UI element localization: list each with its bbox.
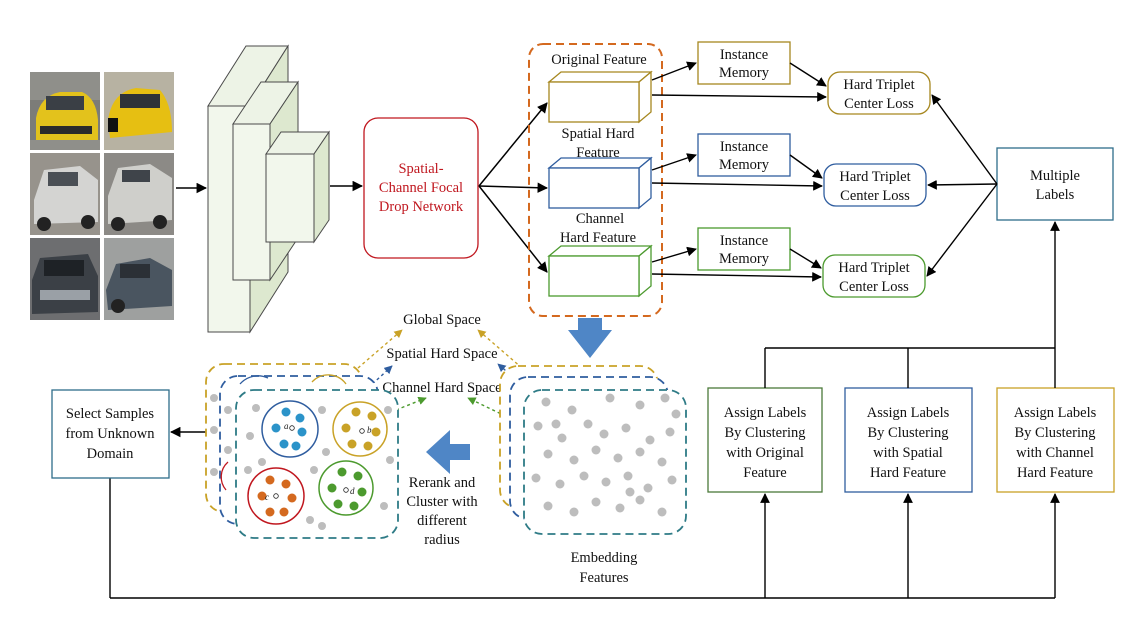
back-layer-cluster-hints xyxy=(220,374,347,491)
network-label-line-2: Channel Focal xyxy=(379,180,463,196)
assign-channel-line-1: Assign Labels xyxy=(1014,405,1097,421)
cluster-c: c xyxy=(247,467,305,525)
multiple-labels-line-1: Multiple xyxy=(1030,168,1080,184)
original-feature-cuboid xyxy=(547,70,653,124)
select-line-2: from Unknown xyxy=(65,426,155,442)
down-arrow-icon xyxy=(568,318,612,358)
multiple-labels-box: Multiple Labels xyxy=(996,147,1114,221)
cluster-d-letter: d xyxy=(350,486,355,496)
embedding-label-line-1: Embedding xyxy=(571,550,638,566)
vehicle-photo-2 xyxy=(104,72,174,150)
channel-hard-space-label: Channel Hard Space xyxy=(382,380,501,396)
assign-spatial-line-2: By Clustering xyxy=(868,425,949,441)
vehicle-image-grid xyxy=(30,72,174,320)
loss-box-spatial: Hard Triplet Center Loss xyxy=(823,163,927,207)
left-arrow-icon xyxy=(426,430,470,474)
assign-spatial-line-3: with Spatial xyxy=(873,445,943,461)
memory-spatial-line-2: Memory xyxy=(719,157,770,173)
global-space-label: Global Space xyxy=(403,312,481,328)
loss-original-line-2: Center Loss xyxy=(844,96,914,112)
network-label-line-1: Spatial- xyxy=(398,161,443,177)
vehicle-photo-3 xyxy=(30,153,100,235)
assign-box-spatial: Assign Labels By Clustering with Spatial… xyxy=(844,387,973,493)
cluster-a: a xyxy=(261,400,319,458)
vehicle-photo-4 xyxy=(104,153,174,235)
instance-memory-channel: Instance Memory xyxy=(697,227,791,271)
channel-feature-label-line-2: Hard Feature xyxy=(560,230,636,246)
spatial-feature-cuboid xyxy=(547,156,653,210)
assign-box-channel: Assign Labels By Clustering with Channel… xyxy=(996,387,1115,493)
loss-spatial-line-1: Hard Triplet xyxy=(839,169,910,185)
vehicle-photo-5 xyxy=(30,238,100,320)
network-label-line-3: Drop Network xyxy=(379,199,464,215)
assign-spatial-line-4: Hard Feature xyxy=(870,465,946,481)
cluster-a-letter: a xyxy=(284,421,289,431)
rerank-line-4: radius xyxy=(424,532,460,548)
memory-channel-line-1: Instance xyxy=(720,233,768,249)
spatial-feature-label-line-2: Feature xyxy=(576,145,619,161)
cluster-b-letter: b xyxy=(367,425,372,435)
unclustered-points xyxy=(244,404,394,530)
select-line-3: Domain xyxy=(87,446,134,462)
labels-to-loss-arrows xyxy=(926,94,998,277)
memory-spatial-line-1: Instance xyxy=(720,139,768,155)
spatial-hard-space-label: Spatial Hard Space xyxy=(386,346,497,362)
embedding-points xyxy=(531,393,681,517)
multiple-labels-line-2: Labels xyxy=(1036,187,1075,203)
loss-original-line-1: Hard Triplet xyxy=(843,77,914,93)
assign-original-line-2: By Clustering xyxy=(725,425,806,441)
assign-spatial-line-1: Assign Labels xyxy=(867,405,950,421)
assign-original-line-3: with Original xyxy=(726,445,804,461)
arrow-network-to-original xyxy=(478,102,548,187)
bottom-feedback-loop xyxy=(109,478,1060,599)
focal-drop-network-box: Spatial- Channel Focal Drop Network xyxy=(363,117,479,259)
original-feature-title: Original Feature xyxy=(551,52,646,68)
rerank-line-2: Cluster with xyxy=(406,494,478,510)
assign-box-original: Assign Labels By Clustering with Origina… xyxy=(707,387,823,493)
assign-channel-line-3: with Channel xyxy=(1016,445,1094,461)
embedding-frame-channel xyxy=(523,389,687,535)
vehicle-photo-6 xyxy=(104,238,174,320)
instance-memory-original: Instance Memory xyxy=(697,41,791,85)
memory-channel-line-2: Memory xyxy=(719,251,770,267)
arrow-network-to-spatial xyxy=(478,182,549,193)
assign-original-line-4: Feature xyxy=(743,465,786,481)
select-line-1: Select Samples xyxy=(66,406,155,422)
memory-original-line-1: Instance xyxy=(720,47,768,63)
cluster-c-letter: c xyxy=(265,492,269,502)
assign-channel-line-4: Hard Feature xyxy=(1017,465,1093,481)
arrow-network-to-channel xyxy=(478,185,548,273)
select-samples-box: Select Samples from Unknown Domain xyxy=(51,389,170,479)
loss-spatial-line-2: Center Loss xyxy=(840,188,910,204)
rerank-line-1: Rerank and xyxy=(409,475,476,491)
vehicle-photo-1 xyxy=(30,72,100,150)
cluster-b: b xyxy=(332,401,388,457)
feature-memory-loss-arrows xyxy=(651,61,827,282)
channel-feature-cuboid xyxy=(547,244,653,298)
embedding-label-line-2: Features xyxy=(579,570,628,586)
memory-original-line-2: Memory xyxy=(719,65,770,81)
channel-feature-label-line-1: Channel xyxy=(576,211,624,227)
loss-channel-line-2: Center Loss xyxy=(839,279,909,295)
loss-box-channel: Hard Triplet Center Loss xyxy=(822,254,926,298)
loss-channel-line-1: Hard Triplet xyxy=(838,260,909,276)
loss-box-original: Hard Triplet Center Loss xyxy=(827,71,931,115)
cluster-d: d xyxy=(318,460,374,516)
rerank-line-3: different xyxy=(417,513,467,529)
back-layer-points xyxy=(210,394,232,476)
assign-to-labels-connector xyxy=(764,221,1060,388)
assign-original-line-1: Assign Labels xyxy=(724,405,807,421)
cnn-layer-stack xyxy=(207,44,330,334)
feature-group-frame xyxy=(528,43,663,317)
spatial-feature-label-line-1: Spatial Hard xyxy=(562,126,636,142)
instance-memory-spatial: Instance Memory xyxy=(697,133,791,177)
assign-channel-line-2: By Clustering xyxy=(1015,425,1096,441)
